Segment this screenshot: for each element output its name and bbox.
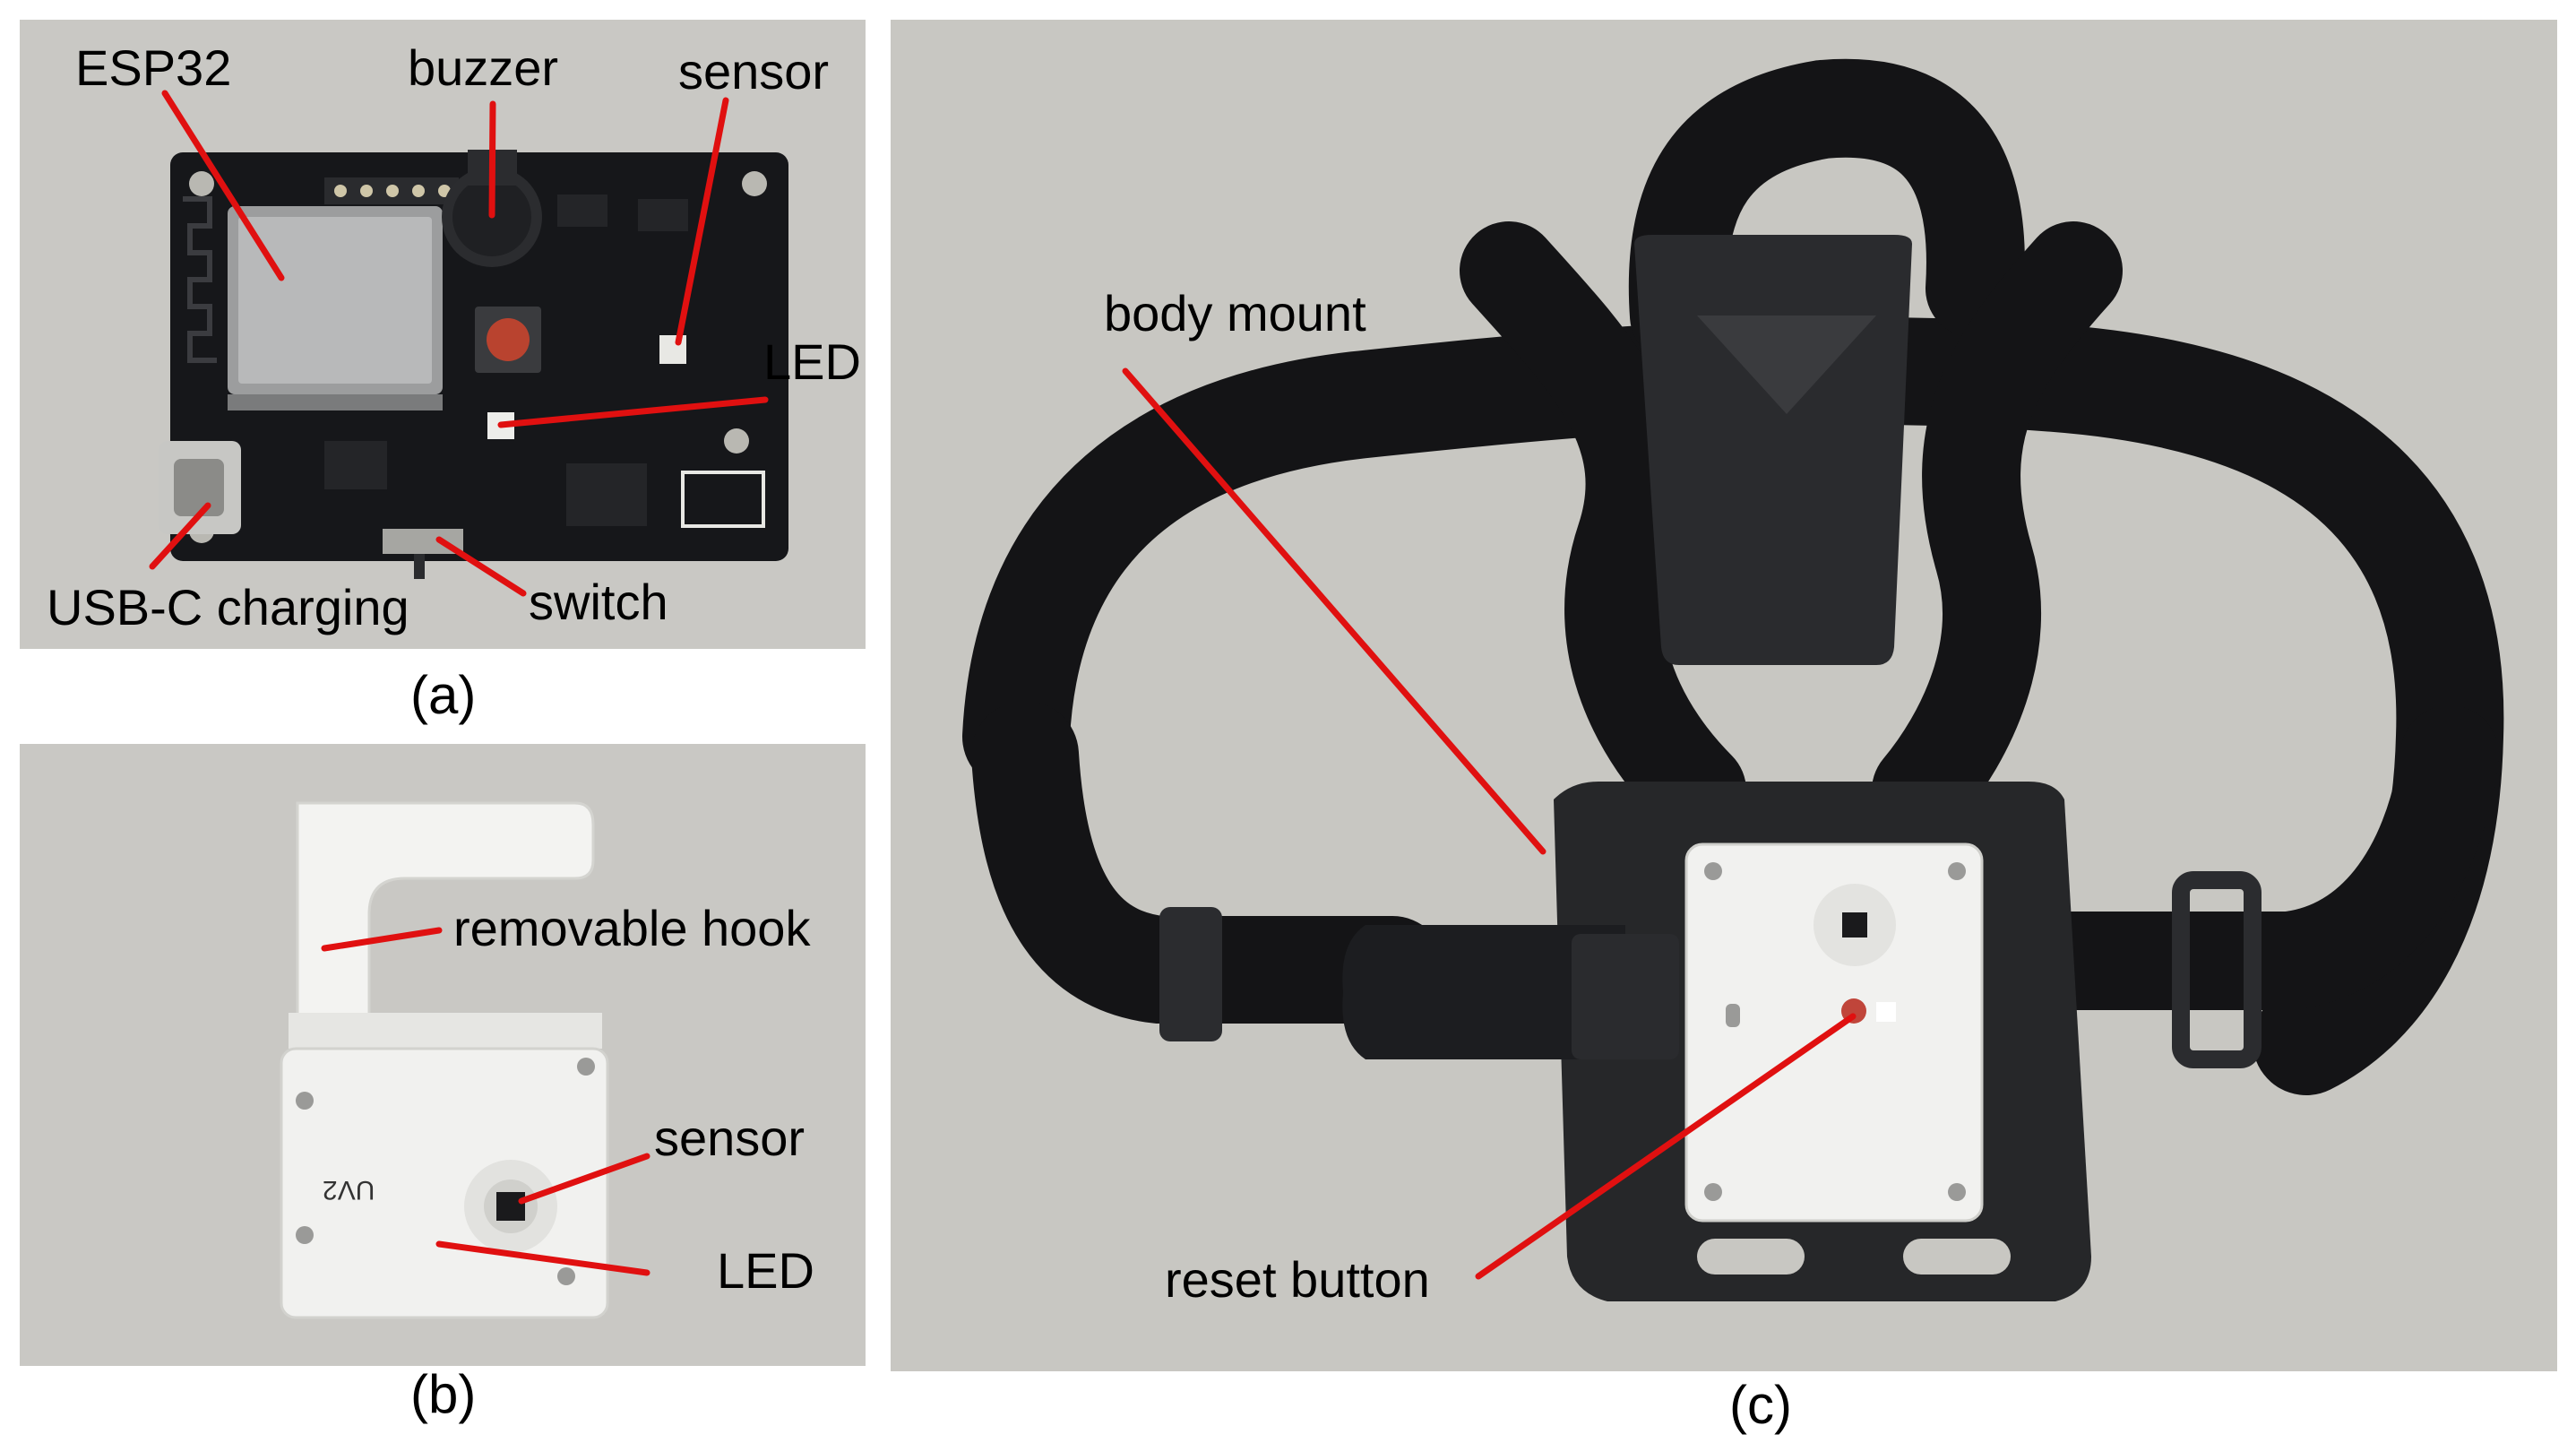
label-body-mount: body mount [1104, 285, 1366, 341]
back-plate [1634, 235, 1912, 665]
label-led-a: LED [763, 333, 861, 390]
buckle [1342, 925, 1625, 1059]
label-sensor-b: sensor [654, 1110, 806, 1166]
pcb-annotation-lines [149, 90, 769, 597]
mount-hole [724, 428, 749, 454]
pcb-illustration [149, 90, 788, 597]
label-removable-hook: removable hook [453, 900, 811, 956]
enclosure-annotation-lines [321, 927, 650, 1276]
caption-c: (c) [1729, 1375, 1792, 1435]
label-esp32: ESP32 [75, 39, 232, 96]
harness-annotation-lines [1122, 367, 1857, 1280]
panel-c-harness-photo: body mount reset button [891, 20, 2557, 1371]
mount-hole [742, 171, 767, 196]
caption-b: (b) [410, 1364, 477, 1424]
mount-hole [189, 171, 214, 196]
panel-a-pcb-photo: ESP32 buzzer sensor LED USB-C charging s… [20, 20, 866, 649]
label-sensor-a: sensor [678, 43, 830, 99]
label-reset-button: reset button [1165, 1251, 1430, 1308]
plate-slot [1903, 1239, 2011, 1275]
plate-slot [1697, 1239, 1805, 1275]
antenna-trace [183, 196, 217, 363]
label-usb-c-charging: USB-C charging [47, 579, 409, 635]
sensor-component [659, 335, 686, 364]
strap-slider [2172, 871, 2262, 1068]
label-led-b: LED [717, 1242, 814, 1299]
caption-a: (a) [410, 665, 477, 725]
header-pins [324, 177, 459, 204]
harness-illustration [962, 58, 2504, 1301]
enclosure-illustration [280, 801, 650, 1319]
label-buzzer: buzzer [408, 39, 559, 96]
label-switch: switch [529, 574, 668, 630]
panel-b-enclosure-photo: UV2 removable hook sensor LED [20, 744, 866, 1366]
top-strap-loop [1628, 58, 2025, 365]
case-text-uv2: UV2 [323, 1175, 375, 1205]
removable-hook [296, 801, 595, 1024]
